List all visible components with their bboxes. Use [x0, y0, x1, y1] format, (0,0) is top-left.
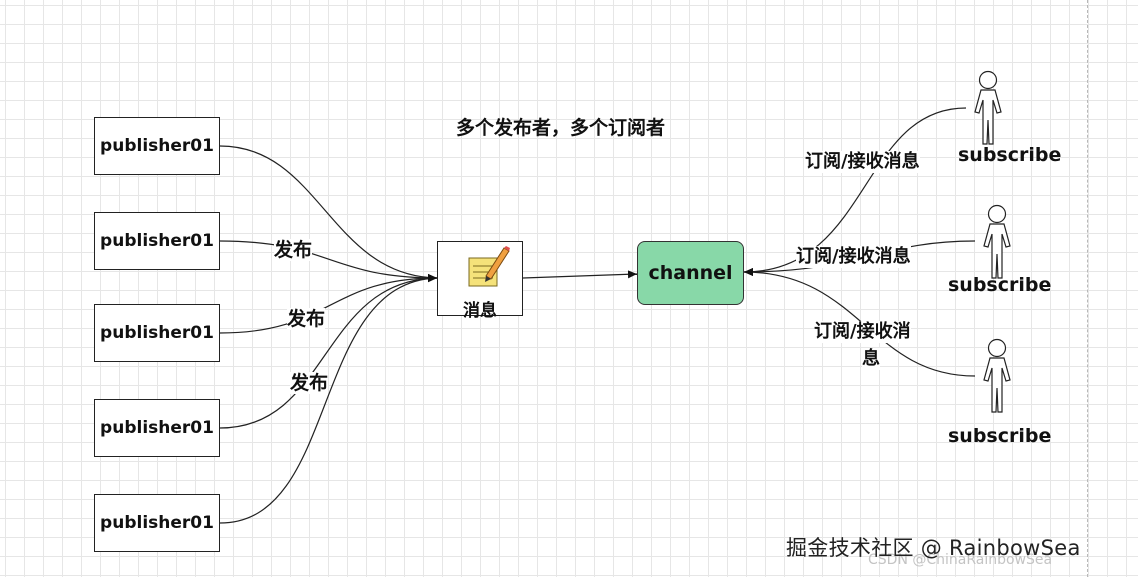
- subscribe-edge-label-2: 订阅/接收消息: [796, 246, 911, 268]
- message-node: 消息: [437, 241, 523, 321]
- stick-figure-actor-icon: [966, 70, 1010, 150]
- edge-publisher5-message: [219, 274, 438, 524]
- edge-publisher2-message: [219, 240, 438, 282]
- csdn-watermark: CSDN @ChinaRainbowSea: [868, 552, 1053, 568]
- publish-edge-label-2: 发布: [287, 308, 326, 330]
- subscribe-edge-label-3-wrap: 息: [862, 348, 880, 370]
- edge-publisher1-message: [219, 145, 438, 282]
- subscribe-edge-label-3: 订阅/接收消: [814, 321, 911, 343]
- publish-edge-label-1: 发布: [274, 239, 313, 261]
- subscriber-label-2: subscribe: [948, 274, 1052, 296]
- stick-figure-actor-icon: [975, 204, 1019, 284]
- subscriber-label-3: subscribe: [948, 425, 1052, 447]
- edge-subscriber1-channel: [743, 107, 967, 276]
- note-pencil-icon: [464, 244, 514, 296]
- publisher-node-1: publisher01: [94, 117, 220, 175]
- channel-node: channel: [637, 241, 744, 305]
- publisher-node-4: publisher01: [94, 399, 220, 457]
- subscriber-label-1: subscribe: [958, 144, 1062, 166]
- subscribe-edge-label-1: 订阅/接收消息: [805, 151, 920, 173]
- edge-publisher4-message: [219, 274, 438, 429]
- stick-figure-actor-icon: [975, 338, 1019, 418]
- edge-publisher3-message: [219, 274, 438, 334]
- message-node-label: 消息: [463, 301, 497, 321]
- publisher-node-2: publisher01: [94, 212, 220, 270]
- publish-edge-label-3: 发布: [290, 372, 329, 394]
- page-boundary-line: [1087, 0, 1088, 577]
- edge-message-channel: [522, 270, 638, 279]
- publisher-node-5: publisher01: [94, 494, 220, 552]
- watermark: 掘金技术社区 @ RainbowSea: [786, 536, 1081, 560]
- diagram-title: 多个发布者，多个订阅者: [456, 117, 666, 139]
- publisher-node-3: publisher01: [94, 304, 220, 362]
